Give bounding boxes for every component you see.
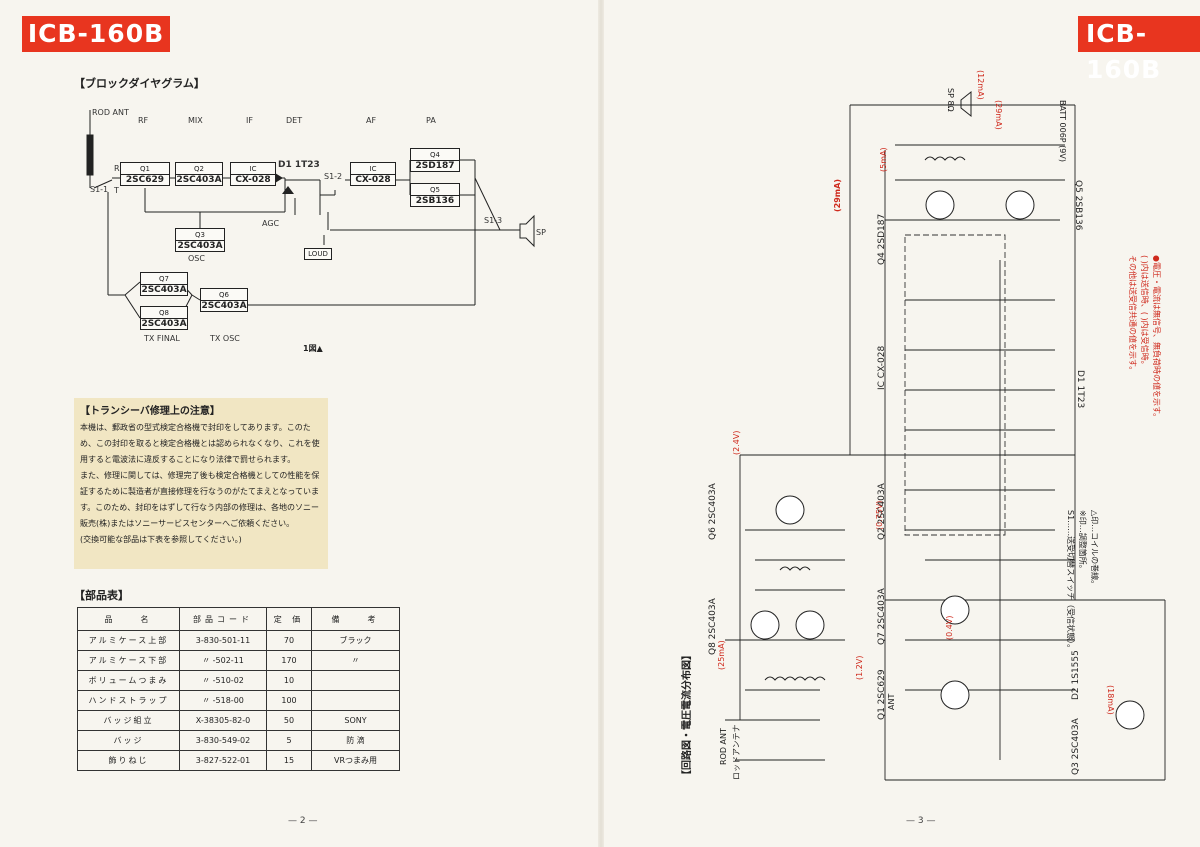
- page-fold: [598, 0, 604, 847]
- current-25ma: (25mA): [717, 640, 726, 670]
- diode-d1: D1 1T23: [1075, 370, 1085, 409]
- col-price: 定 価: [266, 607, 312, 631]
- legend-2: ※印…調整箇所。: [1078, 510, 1087, 573]
- agc-label: AGC: [262, 219, 280, 228]
- loud-box: LOUD: [304, 248, 332, 260]
- circuit-schematic: (29mA) (12mA) (29mA) (5mA) (2.4V) (25mA)…: [605, 60, 1200, 800]
- notice-title: 【トランシーバ修理上の注意】: [80, 406, 220, 417]
- stage-pa: PA: [426, 116, 436, 125]
- ant-label: ANT: [887, 693, 896, 710]
- stage-if: IF: [246, 116, 253, 125]
- sp-label: SP: [536, 228, 546, 237]
- switch-t-label: T: [114, 186, 119, 195]
- speaker-label: SP 8Ω: [946, 88, 955, 112]
- tx-final-label: TX FINAL: [144, 334, 180, 343]
- rod-ant-label: ROD ANT: [92, 108, 129, 117]
- osc-label: OSC: [188, 254, 205, 263]
- diode-d2: D2 1S1555: [1071, 650, 1081, 700]
- note-3: その他は送受信共通の値を示す。: [1128, 255, 1137, 375]
- page-number-left: — 2 —: [288, 816, 318, 826]
- current-5ma: (5mA): [879, 147, 888, 172]
- switch-r-label: R: [114, 164, 120, 173]
- current-29ma: (29mA): [833, 179, 842, 212]
- switch-s11: S1-1: [90, 185, 109, 194]
- legend-1: △印…コイルの巻線。: [1090, 510, 1099, 589]
- model-tag-right: ICB-160B: [1078, 16, 1200, 84]
- notice-paragraph-2: また、修理に関しては、修理完了後も検定合格機としての性能を保証するために製造者が…: [80, 471, 320, 528]
- col-name: 品 名: [77, 607, 180, 631]
- transistor-q6: Q6 2SC403A: [708, 483, 718, 540]
- transistor-q8: Q8 2SC403A: [708, 598, 718, 655]
- transistor-q4: Q4 2SD187: [877, 213, 887, 265]
- switch-s12: S1-2: [324, 172, 343, 181]
- voltage-0-4v: (0.4V): [945, 615, 954, 640]
- repair-notice: 【トランシーバ修理上の注意】 本機は、郵政省の型式検定合格機で封印をしてあります…: [74, 398, 328, 569]
- stage-mix: MIX: [188, 116, 203, 125]
- schematic-rod-ant: ROD ANT: [719, 728, 728, 765]
- parts-header-row: 品 名 部品コード 定 価 備 考: [77, 607, 400, 631]
- current-12ma: (12mA): [976, 70, 985, 100]
- schematic-rod-ant-jp: ロッドアンテナ: [732, 724, 741, 780]
- stage-rf: RF: [138, 116, 149, 125]
- schematic-wiring: [725, 90, 1166, 781]
- diode-d1-label: D1 1T23: [278, 160, 320, 170]
- current-29ma-b: (29mA): [994, 100, 1003, 130]
- schematic-title: 【回路図・電圧電流分布図】: [682, 650, 693, 780]
- col-note: 備 考: [311, 607, 400, 631]
- transistor-q1: Q1 2SC629: [877, 669, 887, 720]
- legend-3: S1……送受切替スイッチ（受信状態）。: [1066, 510, 1075, 653]
- voltage-2-4v: (2.4V): [732, 430, 741, 455]
- transistor-q3: Q3 2SC403A: [1071, 718, 1081, 775]
- current-18ma: (18mA): [1106, 685, 1115, 715]
- note-2: ( )内は送信時、( )内は受信時。: [1140, 255, 1149, 369]
- voltage-1-2v: (1.2V): [855, 655, 864, 680]
- model-tag-left: ICB-160B: [22, 16, 170, 52]
- transistor-q7: Q7 2SC403A: [877, 588, 887, 645]
- transistor-q5: Q5 2SB136: [1073, 180, 1083, 231]
- battery-label: BATT 006P (9V): [1058, 100, 1067, 162]
- block-diagram-wiring: [86, 110, 535, 319]
- tx-osc-label: TX OSC: [210, 334, 240, 343]
- page-number-right: — 3 —: [906, 816, 936, 826]
- ic-cx028: IC CX-028: [877, 345, 887, 390]
- col-code: 部品コード: [179, 607, 267, 631]
- parts-title: 【部品表】: [74, 589, 129, 602]
- notice-paragraph-3: (交換可能な部品は下表を参照してください。): [80, 535, 242, 544]
- note-1: ●電圧・電流は無信号、無負荷時の値を示す。: [1152, 255, 1161, 422]
- transistor-q2: Q2 2SC403A: [877, 483, 887, 540]
- switch-s13: S1-3: [484, 216, 503, 225]
- figure-label: 1図▲: [303, 344, 323, 353]
- stage-af: AF: [366, 116, 377, 125]
- block-diagram-title: 【ブロックダイヤグラム】: [74, 77, 205, 90]
- stage-det: DET: [286, 116, 303, 125]
- notice-paragraph-1: 本機は、郵政省の型式検定合格機で封印をしてあります。このため、この封印を取ると検…: [80, 423, 320, 464]
- notice-body: 本機は、郵政省の型式検定合格機で封印をしてあります。このため、この封印を取ると検…: [80, 420, 322, 548]
